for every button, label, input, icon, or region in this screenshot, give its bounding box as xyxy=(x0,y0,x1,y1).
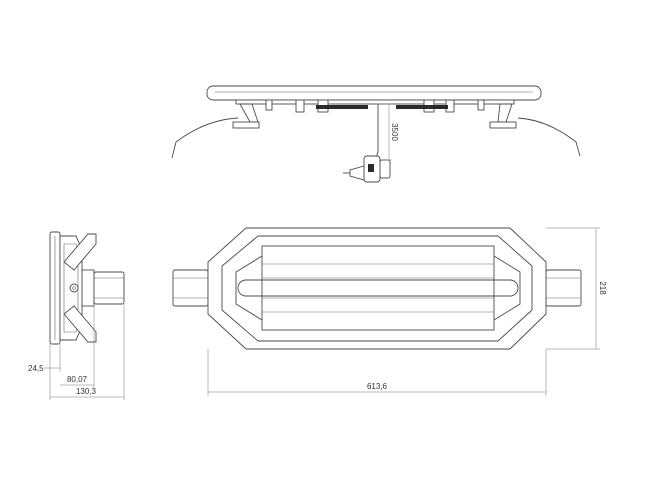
left-mount-foot xyxy=(239,103,259,123)
side-lens-housing xyxy=(93,271,125,305)
cable-length-label: 3500 xyxy=(390,123,399,141)
roof-line-right xyxy=(517,117,581,157)
right-mount-foot xyxy=(497,103,513,123)
top-end-cap-right xyxy=(545,269,582,307)
side-view: 24,5 80,07 130,3 xyxy=(28,231,125,400)
top-view: 613,6 218 xyxy=(172,227,607,396)
cigarette-plug-icon xyxy=(343,155,391,183)
dim-overall-length: 613,6 xyxy=(367,382,388,391)
top-end-cap-left xyxy=(172,269,209,307)
roof-line-left xyxy=(171,117,239,159)
dim-overall-width: 218 xyxy=(598,281,607,295)
top-body-outline xyxy=(207,227,547,350)
front-view: 3500 xyxy=(171,85,581,183)
power-cable xyxy=(373,104,379,159)
dim-side-base-height: 24,5 xyxy=(28,364,44,373)
dim-side-depth-total: 130,3 xyxy=(76,387,97,396)
dim-side-depth-mount: 80,07 xyxy=(67,375,88,384)
top-center-lens xyxy=(237,279,519,297)
magnet-strip-left xyxy=(316,105,368,109)
lightbar-body-front xyxy=(206,85,542,101)
magnet-strip-right xyxy=(396,105,448,109)
